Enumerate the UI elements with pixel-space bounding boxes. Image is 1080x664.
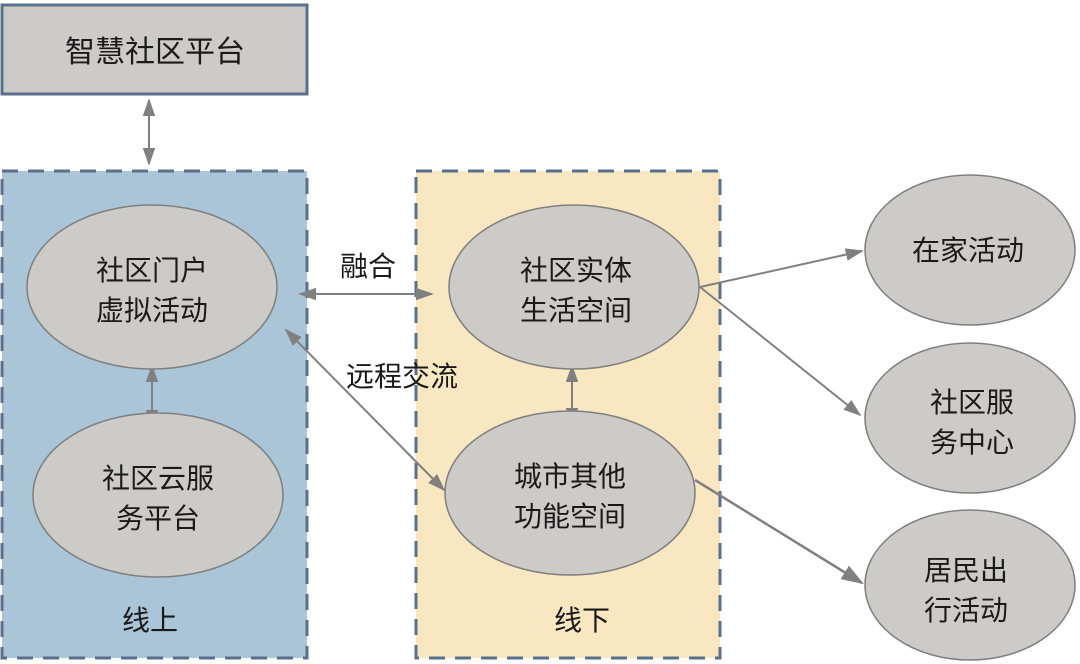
platform-label: 智慧社区平台 — [65, 35, 245, 70]
edge-label-remote: 远程交流 — [346, 360, 458, 393]
node-cloud: 社区云服 务平台 — [32, 412, 284, 578]
node-home: 在家活动 — [864, 174, 1076, 326]
node-portal-line1: 社区门户 — [96, 254, 208, 287]
node-city-line2: 功能空间 — [514, 500, 626, 533]
zone-offline-label: 线下 — [554, 604, 610, 637]
arrow-to-travel — [694, 478, 864, 585]
node-travel-line2: 行活动 — [924, 594, 1008, 627]
node-travel-line1: 居民出 — [924, 554, 1008, 587]
node-service-line2: 务中心 — [930, 426, 1014, 459]
node-city-line1: 城市其他 — [514, 460, 626, 493]
platform-box: 智慧社区平台 — [0, 3, 309, 96]
edge-label-fusion: 融合 — [340, 250, 396, 283]
node-physical: 社区实体 生活空间 — [448, 204, 700, 370]
node-portal: 社区门户 虚拟活动 — [26, 204, 278, 370]
zone-online-label: 线上 — [122, 604, 178, 637]
node-home-line1: 在家活动 — [912, 234, 1024, 267]
node-travel: 居民出 行活动 — [864, 509, 1076, 661]
node-cloud-line1: 社区云服 — [102, 462, 214, 495]
arrow-remote — [284, 328, 446, 492]
node-city: 城市其他 功能空间 — [444, 410, 696, 576]
arrow-to-home — [699, 248, 864, 288]
node-physical-line2: 生活空间 — [520, 294, 632, 327]
node-cloud-line2: 务平台 — [116, 502, 200, 535]
node-physical-line1: 社区实体 — [520, 254, 632, 287]
arrow-to-service — [699, 286, 862, 417]
node-service: 社区服 务中心 — [864, 342, 1076, 494]
node-portal-line2: 虚拟活动 — [96, 294, 208, 327]
node-service-line1: 社区服 — [930, 386, 1014, 419]
